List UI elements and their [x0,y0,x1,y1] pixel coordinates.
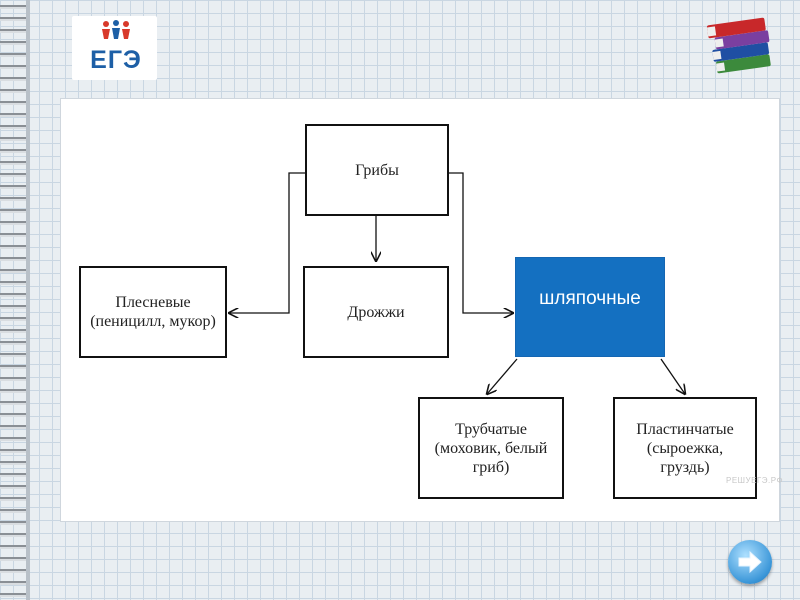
arrow-cap-tubular [487,359,517,394]
arrow-right-icon [737,550,763,574]
next-slide-button[interactable] [728,540,772,584]
watermark: РЕШУЕГЭ.РФ [726,476,783,485]
diagram-card: Грибы Плесневые (пеницилл, мукор) Дрожжи… [60,98,780,522]
node-molds: Плесневые (пеницилл, мукор) [79,266,227,358]
logo-figures-icon [96,20,136,40]
arrow-cap-lamellar [661,359,685,394]
node-tubular: Трубчатые (моховик, белый гриб) [418,397,564,499]
node-root: Грибы [305,124,449,216]
arrow-root-molds [229,173,305,313]
arrow-root-cap [449,173,513,313]
notebook-binding-edge [26,0,30,600]
node-cap-highlighted: шляпочные [515,257,665,357]
node-yeast: Дрожжи [303,266,449,358]
logo-text: ЕГЭ [80,46,152,75]
ege-logo: ЕГЭ [72,16,157,80]
books-icon [706,14,776,80]
